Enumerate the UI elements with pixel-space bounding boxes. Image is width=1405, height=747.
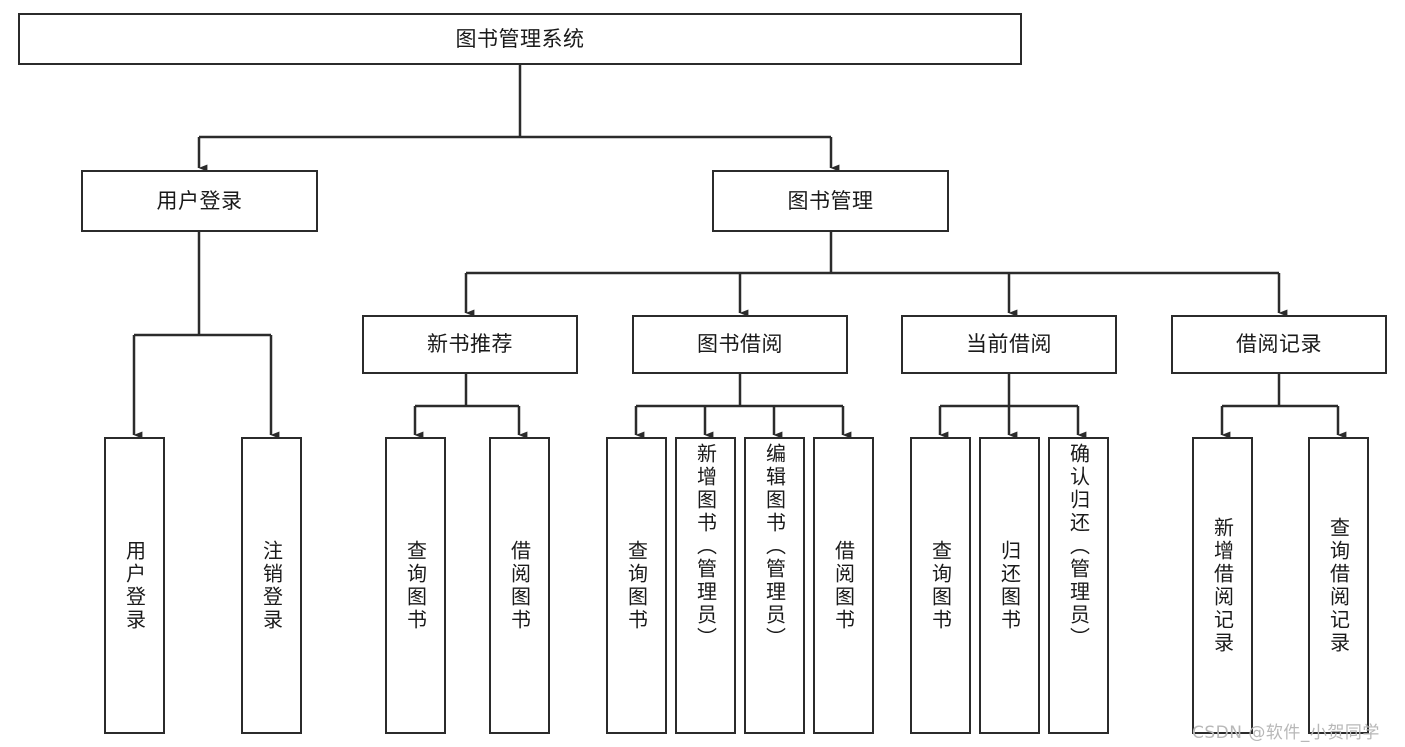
node-leaf-borrow-book-1[interactable]: 借阅图书 bbox=[489, 437, 550, 734]
node-root[interactable]: 图书管理系统 bbox=[18, 13, 1022, 65]
node-book-management[interactable]: 图书管理 bbox=[712, 170, 949, 232]
node-book-management-label: 图书管理 bbox=[787, 188, 874, 213]
node-leaf-logout-login[interactable]: 注销登录 bbox=[241, 437, 302, 734]
node-borrow-record-label: 借阅记录 bbox=[1236, 332, 1322, 357]
node-leaf-user-login-label: 用户登录 bbox=[122, 539, 147, 632]
node-leaf-query-book-2[interactable]: 查询图书 bbox=[606, 437, 667, 734]
node-leaf-add-book[interactable]: 新增图书（管理员） bbox=[675, 437, 736, 734]
node-leaf-query-book-1[interactable]: 查询图书 bbox=[385, 437, 446, 734]
node-borrow-record[interactable]: 借阅记录 bbox=[1171, 315, 1387, 374]
node-leaf-query-record-label: 查询借阅记录 bbox=[1326, 516, 1351, 655]
node-leaf-borrow-book-2[interactable]: 借阅图书 bbox=[813, 437, 874, 734]
node-book-borrow-label: 图书借阅 bbox=[697, 332, 783, 357]
node-new-book-recommend[interactable]: 新书推荐 bbox=[362, 315, 578, 374]
node-leaf-add-book-label: 新增图书（管理员） bbox=[693, 443, 718, 650]
node-leaf-confirm-return-label: 确认归还（管理员） bbox=[1066, 443, 1091, 650]
node-leaf-logout-login-label: 注销登录 bbox=[259, 539, 284, 632]
node-leaf-return-book-label: 归还图书 bbox=[997, 539, 1022, 632]
node-current-borrow-label: 当前借阅 bbox=[966, 332, 1052, 357]
node-leaf-query-book-2-label: 查询图书 bbox=[624, 539, 649, 632]
node-leaf-add-record[interactable]: 新增借阅记录 bbox=[1192, 437, 1253, 734]
csdn-watermark: CSDN @软件_小贺同学 bbox=[1192, 723, 1380, 743]
node-leaf-return-book[interactable]: 归还图书 bbox=[979, 437, 1040, 734]
node-leaf-query-book-1-label: 查询图书 bbox=[403, 539, 428, 632]
node-user-login[interactable]: 用户登录 bbox=[81, 170, 318, 232]
node-leaf-borrow-book-2-label: 借阅图书 bbox=[831, 539, 856, 632]
node-leaf-borrow-book-1-label: 借阅图书 bbox=[507, 539, 532, 632]
node-leaf-user-login[interactable]: 用户登录 bbox=[104, 437, 165, 734]
node-leaf-edit-book[interactable]: 编辑图书（管理员） bbox=[744, 437, 805, 734]
node-leaf-query-book-3-label: 查询图书 bbox=[928, 539, 953, 632]
node-leaf-query-book-3[interactable]: 查询图书 bbox=[910, 437, 971, 734]
node-new-book-recommend-label: 新书推荐 bbox=[427, 332, 513, 357]
node-leaf-query-record[interactable]: 查询借阅记录 bbox=[1308, 437, 1369, 734]
node-root-label: 图书管理系统 bbox=[455, 26, 585, 51]
node-book-borrow[interactable]: 图书借阅 bbox=[632, 315, 848, 374]
node-user-login-label: 用户登录 bbox=[156, 188, 243, 213]
node-leaf-add-record-label: 新增借阅记录 bbox=[1210, 516, 1235, 655]
node-current-borrow[interactable]: 当前借阅 bbox=[901, 315, 1117, 374]
node-leaf-edit-book-label: 编辑图书（管理员） bbox=[762, 443, 787, 650]
node-leaf-confirm-return[interactable]: 确认归还（管理员） bbox=[1048, 437, 1109, 734]
